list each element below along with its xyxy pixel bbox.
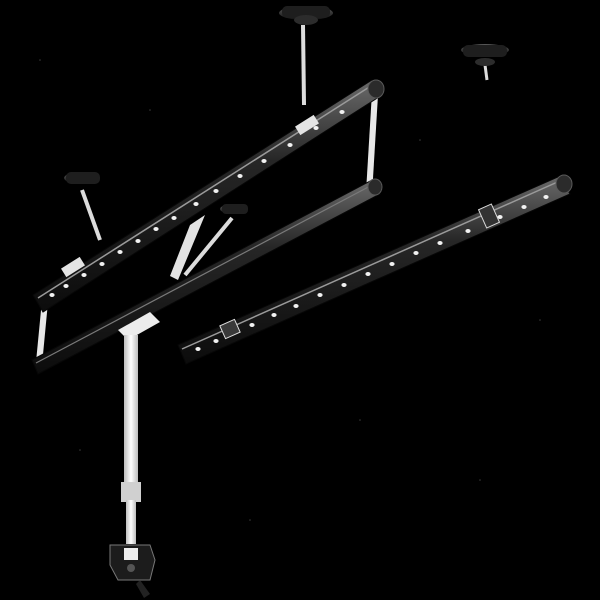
mounting-pole: [121, 335, 141, 544]
ceiling-anchor-right: [461, 44, 509, 81]
pole-clamp: [109, 544, 156, 598]
bracket-frame-vertical: [36, 92, 378, 365]
ceiling-anchor-top: [279, 6, 333, 106]
central-hanger-plate: [118, 215, 205, 340]
upper-left-rail: [32, 79, 385, 313]
ceiling-anchor-center: [183, 204, 248, 277]
lower-left-rail: [31, 178, 383, 375]
background-speckles: [39, 59, 541, 521]
rail-holes: [195, 195, 549, 351]
rail-holes: [49, 110, 345, 297]
ceiling-anchor-left: [64, 172, 102, 241]
right-rail: [177, 174, 573, 365]
